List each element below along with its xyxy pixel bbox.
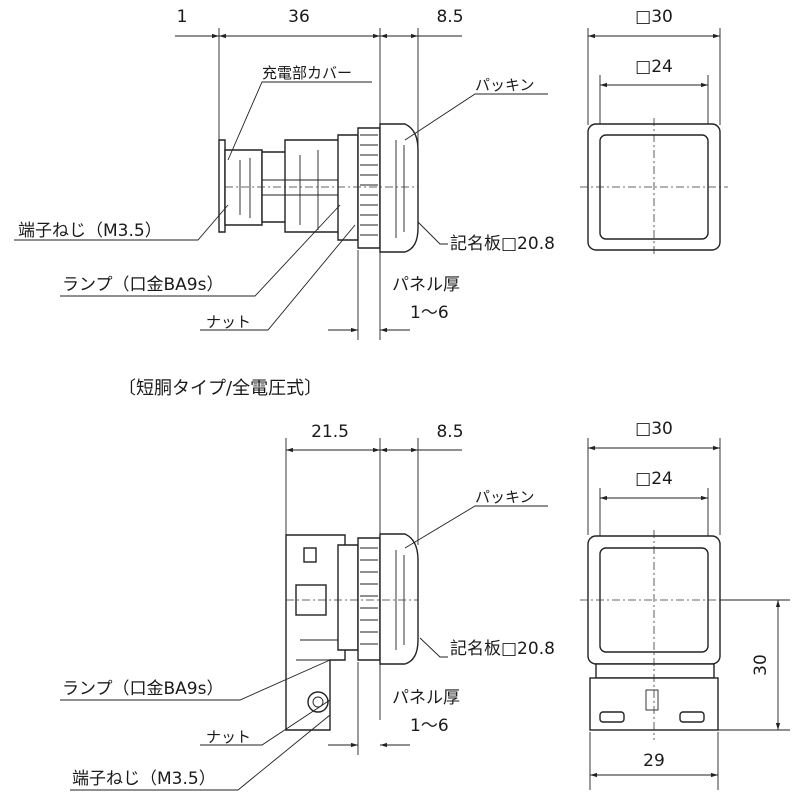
label-lamp-bottom: ランプ（口金BA9s） <box>62 679 223 699</box>
dim-inner-24-bottom: □24 <box>635 469 673 489</box>
dim-width-29: 29 <box>643 751 665 771</box>
label-panel-range: 1～6 <box>410 303 449 323</box>
dim-outer-30: □30 <box>635 7 673 27</box>
dim-8-5-bottom: 8.5 <box>436 422 463 442</box>
dim-outer-30-bottom: □30 <box>635 419 673 439</box>
dim-inner-24: □24 <box>635 57 673 77</box>
label-panel-range-bottom: 1～6 <box>410 716 449 736</box>
label-panel-thickness-bottom: パネル厚 <box>392 688 460 708</box>
dim-8-5: 8.5 <box>436 7 463 27</box>
dim-21-5: 21.5 <box>311 422 349 442</box>
label-cover: 充電部カバー <box>262 64 352 82</box>
label-nut-bottom: ナット <box>206 728 251 746</box>
label-packing: パッキン <box>475 76 535 94</box>
label-terminal: 端子ねじ（M3.5） <box>18 221 162 241</box>
bottom-front-view: □30 □24 30 29 <box>580 419 790 790</box>
label-panel-thickness: パネル厚 <box>392 275 460 295</box>
label-packing-bottom: パッキン <box>475 488 535 506</box>
dim-1: 1 <box>177 7 188 27</box>
top-side-view: 1 36 8.5 充電部カバー パッキン 端子ねじ（M3.5 <box>14 7 555 340</box>
top-front-view: □30 □24 <box>580 7 728 256</box>
label-nameplate: 記名板□20.8 <box>450 234 555 254</box>
section-title: 〔短胴タイプ/全電圧式〕 <box>118 378 322 399</box>
label-nut: ナット <box>206 313 251 331</box>
bottom-side-view: 21.5 8.5 パッキン 記名板□20.8 ランプ（口金BA9s） パネル厚 … <box>60 422 555 791</box>
dim-height-30: 30 <box>751 654 771 676</box>
label-lamp: ランプ（口金BA9s） <box>62 275 223 295</box>
dim-36: 36 <box>288 7 310 27</box>
label-nameplate-bottom: 記名板□20.8 <box>450 639 555 659</box>
label-terminal-bottom: 端子ねじ（M3.5） <box>72 769 216 789</box>
